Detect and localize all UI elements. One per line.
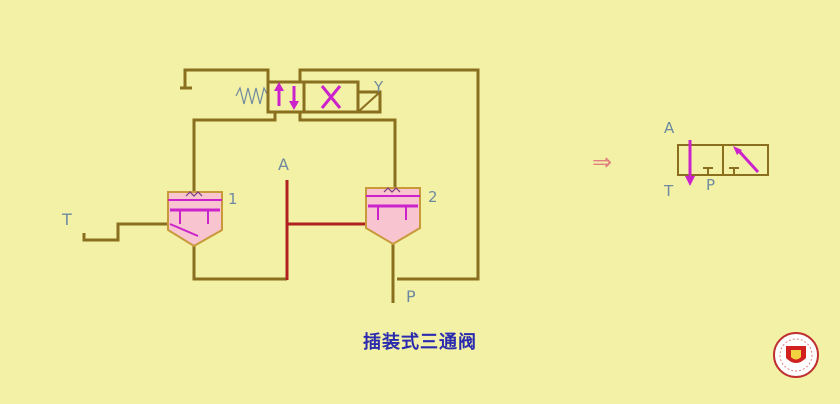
symbol-port-p-label: P — [706, 176, 715, 194]
spring-icon — [235, 86, 269, 105]
cartridge-valve-1: 1 — [167, 190, 238, 248]
symbol-arrow-p-a-icon — [736, 148, 760, 174]
a-line — [285, 180, 365, 280]
valve-2-body — [365, 187, 421, 246]
solenoid-icon — [356, 90, 382, 114]
valve-1-label: 1 — [228, 190, 238, 208]
pilot-directional-valve: Y — [235, 78, 384, 114]
symbol-port-t-label: T — [663, 182, 674, 200]
valve-2-spring-icon — [383, 187, 401, 193]
pipe-valve-1-bottom — [192, 238, 287, 281]
symbol-port-a-label: A — [664, 119, 675, 137]
port-t-label: T — [61, 210, 72, 229]
valve-1-spring-icon — [185, 191, 203, 197]
pipe-pilot-to-valve-1 — [192, 112, 277, 192]
pipe-t-line — [82, 222, 168, 242]
valve-1-body — [167, 191, 223, 248]
solenoid-label: Y — [373, 78, 384, 96]
crossed-arrows-icon — [320, 85, 342, 109]
three-way-valve-symbol: A T P — [663, 119, 769, 200]
valve-2-label: 2 — [428, 188, 438, 206]
pilot-tank-symbol — [183, 68, 270, 88]
equivalent-arrow-icon: ⇒ — [592, 148, 612, 176]
pipe-network — [82, 68, 480, 303]
shield-emblem-icon — [773, 332, 819, 378]
port-a-label: A — [278, 155, 289, 174]
port-p-label: P — [406, 287, 416, 306]
cartridge-valve-2: 2 — [365, 187, 438, 246]
pipe-pilot-to-valve-2 — [298, 112, 397, 188]
diagram-caption: 插装式三通阀 — [363, 332, 477, 353]
pipe-pilot-top-loop — [298, 68, 480, 281]
